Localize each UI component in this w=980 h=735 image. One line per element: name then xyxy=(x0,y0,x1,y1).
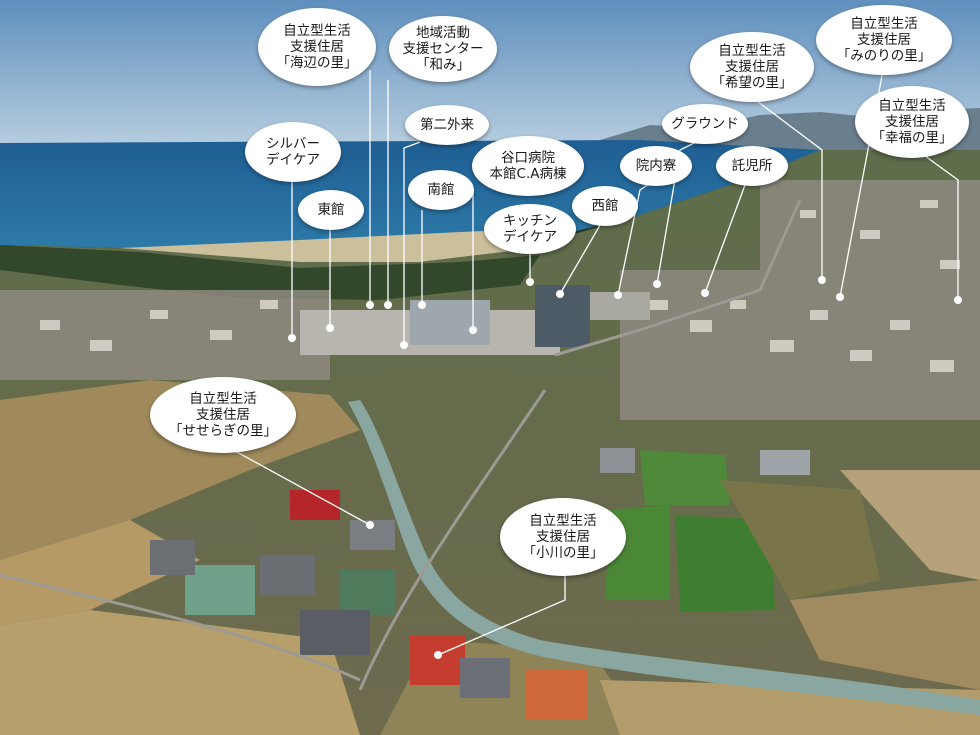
label-taniguchi-line2: 本館C.A病棟 xyxy=(489,166,567,182)
label-ground: グラウンド xyxy=(662,104,748,144)
label-taniguchi-line1: 谷口病院 xyxy=(501,149,555,166)
label-ogawa: 自立型生活 支援住居 「小川の里」 xyxy=(500,498,626,576)
label-kitchen-line1: キッチン xyxy=(503,212,557,229)
label-silver-line2: デイケア xyxy=(266,152,320,168)
label-wami-line3: 「和み」 xyxy=(416,57,470,74)
label-minami-line1: 南館 xyxy=(427,181,455,198)
label-koufuku-line1: 自立型生活 xyxy=(878,97,946,114)
fields xyxy=(0,380,980,735)
label-umibe-line3: 「海辺の里」 xyxy=(276,55,358,72)
label-takujisho-line1: 託児所 xyxy=(731,157,773,174)
label-taniguchi: 谷口病院 本館C.A病棟 xyxy=(472,136,584,196)
label-kibou-line3: 「希望の里」 xyxy=(711,75,793,92)
label-higashi-line1: 東館 xyxy=(317,201,345,218)
label-silver-line1: シルバー xyxy=(266,135,320,152)
label-kibou: 自立型生活 支援住居 「希望の里」 xyxy=(690,32,814,102)
label-umibe-line2: 支援住居 xyxy=(290,38,344,55)
label-wami-line2: 支援センター xyxy=(402,40,484,57)
label-minori-line3: 「みのりの里」 xyxy=(836,48,932,65)
label-kibou-line1: 自立型生活 xyxy=(718,42,786,59)
label-umibe: 自立型生活 支援住居 「海辺の里」 xyxy=(258,8,376,86)
label-dainigairai-line1: 第二外来 xyxy=(420,116,474,133)
label-seseragi-line3: 「せせらぎの里」 xyxy=(169,423,277,440)
label-ogawa-line3: 「小川の里」 xyxy=(522,545,604,562)
label-minori-line1: 自立型生活 xyxy=(850,15,918,32)
label-kitchen-line2: デイケア xyxy=(503,229,557,245)
label-seseragi-line2: 支援住居 xyxy=(196,406,250,423)
label-minori-line2: 支援住居 xyxy=(857,31,911,48)
label-ground-line1: グラウンド xyxy=(671,115,739,132)
label-minori: 自立型生活 支援住居 「みのりの里」 xyxy=(816,5,952,75)
label-innairyo-line1: 院内寮 xyxy=(635,157,677,174)
label-kitchen: キッチン デイケア xyxy=(484,204,576,254)
label-umibe-line1: 自立型生活 xyxy=(283,22,351,39)
label-seseragi: 自立型生活 支援住居 「せせらぎの里」 xyxy=(150,377,296,453)
label-kibou-line2: 支援住居 xyxy=(725,58,779,75)
label-ogawa-line2: 支援住居 xyxy=(536,528,590,545)
label-nishi: 西館 xyxy=(572,186,638,226)
label-nishi-line1: 西館 xyxy=(591,197,619,214)
label-seseragi-line1: 自立型生活 xyxy=(189,390,257,407)
label-takujisho: 託児所 xyxy=(716,146,788,186)
label-wami: 地域活動 支援センター 「和み」 xyxy=(389,16,497,82)
label-minami: 南館 xyxy=(408,170,474,210)
label-koufuku-line3: 「幸福の里」 xyxy=(871,130,953,147)
label-higashi: 東館 xyxy=(298,190,364,230)
label-silver: シルバー デイケア xyxy=(245,122,341,182)
label-wami-line1: 地域活動 xyxy=(416,24,470,41)
label-koufuku-line2: 支援住居 xyxy=(885,113,939,130)
label-koufuku: 自立型生活 支援住居 「幸福の里」 xyxy=(855,86,969,158)
label-ogawa-line1: 自立型生活 xyxy=(529,512,597,529)
label-dainigairai: 第二外来 xyxy=(405,105,489,145)
houses xyxy=(150,448,810,720)
label-innairyo: 院内寮 xyxy=(620,146,692,186)
